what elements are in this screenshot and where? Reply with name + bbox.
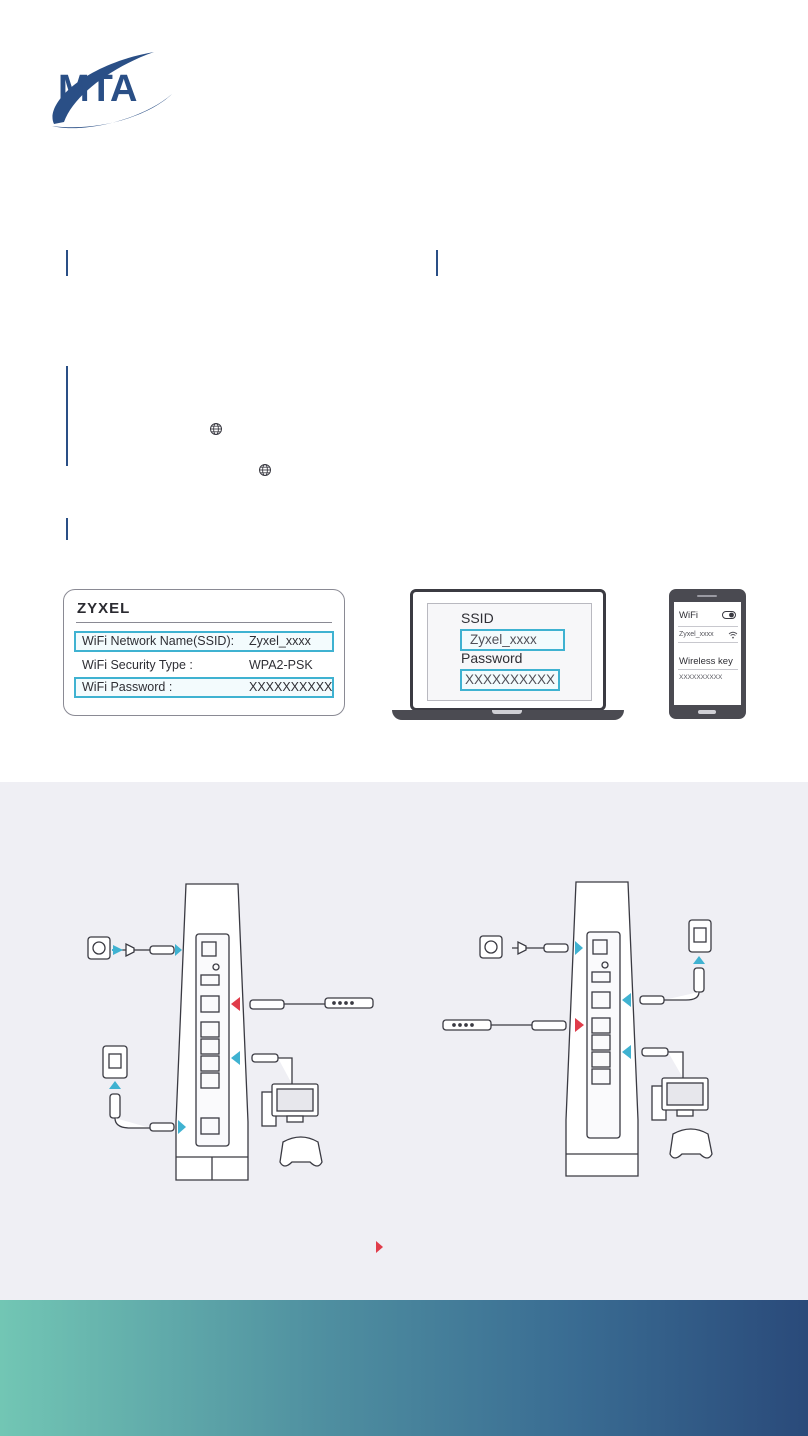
phone-network-name[interactable]: Zyxel_xxxx	[679, 631, 714, 638]
ethernet-cable-icon	[249, 997, 374, 1010]
arrow-lan	[622, 993, 631, 1007]
arrow-lan	[622, 1045, 631, 1059]
phone: WiFi Zyxel_xxxx Wireless key XXXXXXXXXX	[669, 589, 746, 719]
wifi-label-card: ZYXEL WiFi Network Name(SSID): Zyxel_xxx…	[63, 589, 345, 716]
game-controller-icon	[669, 1128, 713, 1159]
arrow-wan	[231, 997, 240, 1011]
laptop-screen: SSID Zyxel_xxxx Password XXXXXXXXXX	[410, 589, 606, 711]
phone-cable-icon	[639, 967, 705, 1005]
footer-band	[0, 1300, 808, 1436]
phone-wifi-label: WiFi	[679, 610, 698, 621]
laptop-ssid-field[interactable]: Zyxel_xxxx	[460, 629, 565, 651]
section-bar	[66, 250, 68, 276]
legend-wan-arrow-icon	[376, 1241, 383, 1253]
desktop-computer-icon	[651, 1077, 709, 1121]
laptop-notch	[492, 710, 522, 714]
laptop-password-label: Password	[461, 650, 523, 666]
security-row: WiFi Security Type : WPA2-PSK	[74, 655, 334, 676]
arrow-wan	[575, 1018, 584, 1032]
diagram-router-left	[175, 883, 249, 1181]
globe-icon	[210, 423, 222, 435]
arrow-phone-in	[178, 1120, 186, 1134]
diagram-router-right	[565, 881, 639, 1177]
arrow-lan	[231, 1051, 240, 1065]
phone-jack-icon	[688, 919, 712, 953]
section-bar	[436, 250, 438, 276]
wifi-signal-icon	[728, 631, 738, 639]
power-outlet-icon	[87, 936, 111, 960]
security-label: WiFi Security Type :	[82, 658, 193, 672]
connection-diagrams	[87, 881, 713, 1253]
connection-section	[0, 782, 808, 1301]
globe-icon	[259, 464, 271, 476]
laptop-ssid-label: SSID	[461, 610, 494, 626]
laptop-dialog: SSID Zyxel_xxxx Password XXXXXXXXXX	[427, 603, 592, 701]
lan-cable-icon	[251, 1053, 293, 1084]
phone-key-label: Wireless key	[679, 656, 733, 667]
security-value: WPA2-PSK	[249, 658, 313, 672]
section-bar	[66, 366, 68, 466]
power-outlet-icon	[479, 935, 503, 959]
desktop-computer-icon	[261, 1083, 319, 1127]
phone-key-value[interactable]: XXXXXXXXXX	[679, 674, 723, 681]
password-row: WiFi Password : XXXXXXXXXX	[74, 677, 334, 698]
phone-home-button	[698, 710, 716, 714]
game-controller-icon	[279, 1136, 323, 1167]
arrow-power-in	[175, 944, 182, 956]
zyxel-brand: ZYXEL	[77, 600, 131, 617]
power-plug-icon	[120, 942, 175, 958]
arrow-power-in	[575, 941, 583, 955]
laptop-base	[392, 710, 624, 720]
phone-screen: WiFi Zyxel_xxxx Wireless key XXXXXXXXXX	[674, 602, 741, 705]
phone-jack-icon	[102, 1045, 128, 1079]
divider	[76, 622, 332, 623]
password-value: XXXXXXXXXX	[249, 680, 333, 694]
power-plug-icon	[512, 940, 569, 956]
ssid-label: WiFi Network Name(SSID):	[82, 634, 235, 648]
section-bar	[66, 518, 68, 540]
lan-cable-icon	[641, 1047, 684, 1078]
ssid-row: WiFi Network Name(SSID): Zyxel_xxxx	[74, 631, 334, 652]
laptop-password-field[interactable]: XXXXXXXXXX	[460, 669, 560, 691]
arrow-phone-up	[109, 1081, 121, 1089]
arrow-phone-up	[693, 956, 705, 964]
toggle-icon[interactable]	[722, 611, 736, 619]
phone-cable-icon	[109, 1093, 175, 1132]
logo-text: MTA	[58, 68, 138, 110]
password-label: WiFi Password :	[82, 680, 173, 694]
mta-logo: MTA	[52, 52, 172, 129]
ethernet-cable-icon	[442, 1019, 567, 1031]
ssid-value: Zyxel_xxxx	[249, 634, 311, 648]
phone-speaker	[697, 595, 717, 597]
